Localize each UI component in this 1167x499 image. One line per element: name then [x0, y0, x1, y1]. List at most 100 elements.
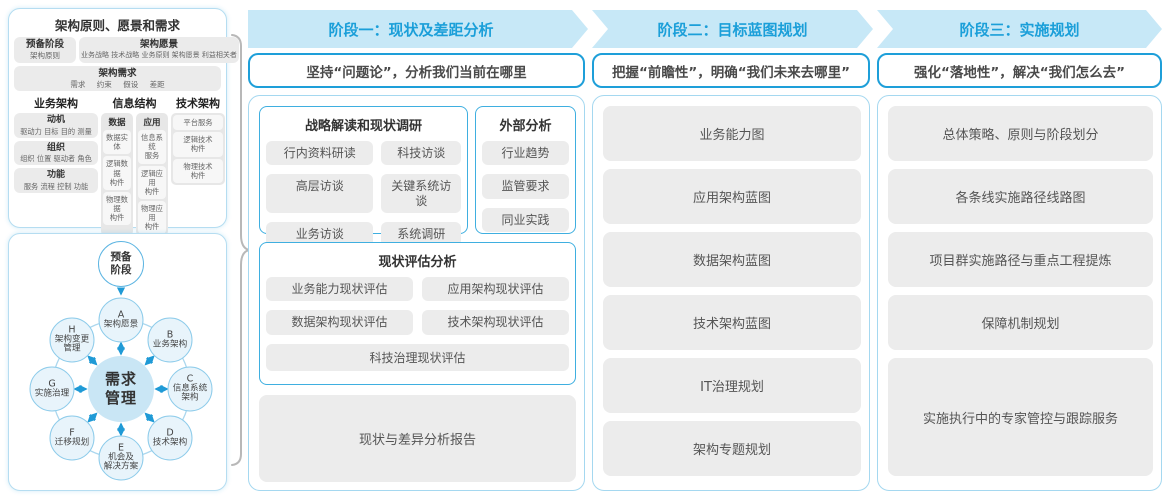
phase2-deliverable-box: 业务能力图: [603, 106, 861, 161]
preliminary-phase-title: 预备阶段: [25, 39, 64, 50]
arrow-h: [87, 355, 98, 366]
technology-item: 平台服务: [173, 115, 223, 131]
arrow-b: [144, 355, 155, 366]
strategy-research-title: 战略解读和现状调研: [304, 119, 422, 134]
external-chip: 行业趋势: [482, 141, 569, 166]
node-letter: D: [166, 427, 174, 439]
assessment-chip: 应用架构现状评估: [422, 277, 569, 302]
survey-chip: 行内资料研读: [266, 141, 374, 166]
assessment-wide-chip: 科技治理现状评估: [266, 343, 569, 371]
node-letter: G: [48, 378, 56, 390]
node-label: 技术架构: [152, 437, 188, 448]
organization-box: 组织 组织 位置 驱动者 角色: [14, 140, 98, 166]
phase3-deliverable-box: 总体策略、原则与阶段划分: [888, 106, 1153, 161]
phase1-subtitle-text: 坚持“问题论”，分析我们当前在哪里: [306, 64, 527, 81]
function-sub: 服务 流程 控制 功能: [23, 181, 89, 191]
external-analysis-title: 外部分析: [499, 119, 552, 134]
survey-chip: 关键系统访谈: [381, 174, 461, 214]
phase2-deliverable-box: 架构专题规划: [603, 421, 861, 476]
data-item: 数据实体: [103, 130, 131, 155]
information-structure-column: 信息结构 数据 数据实体 逻辑数据 构件 物理数据 构件 应用 信息系统 服务 …: [101, 95, 168, 237]
node-label: 信息系统 架构: [172, 383, 208, 403]
adm-node-b: B 业务架构: [147, 317, 193, 363]
phase3-subtitle-banner: 强化“落地性”，解决“我们怎么去”: [877, 53, 1162, 88]
adm-cycle-panel: 预备 阶段 需求 管理 A 架构愿景 B 业务架构 C 信息系统 架构 D 技术…: [8, 233, 227, 491]
gap-analysis-report-box: 现状与差异分析报告: [259, 395, 576, 482]
survey-chip: 科技访谈: [381, 141, 461, 166]
technology-item: 逻辑技术 构件: [173, 132, 223, 157]
adm-node-c: C 信息系统 架构: [167, 366, 213, 412]
external-chip: 同业实践: [482, 207, 569, 233]
strategy-research-box: 战略解读和现状调研 行内资料研读 科技访谈 高层访谈 关键系统访谈 业务访谈 系…: [259, 106, 468, 247]
assessment-chip: 技术架构现状评估: [422, 310, 569, 335]
adm-preliminary-node: 预备 阶段: [98, 241, 144, 287]
current-state-assessment-title: 现状评估分析: [378, 255, 457, 270]
node-letter: H: [68, 324, 76, 336]
node-letter: A: [117, 309, 125, 321]
phase1-subtitle-banner: 坚持“问题论”，分析我们当前在哪里: [248, 53, 585, 88]
arrow-f: [87, 412, 98, 423]
node-label: 架构愿景: [103, 319, 139, 330]
architecture-vision-title: 架构愿景: [139, 39, 178, 50]
business-architecture-header: 业务架构: [34, 97, 78, 111]
application-item: 信息系统 服务: [138, 130, 166, 164]
preliminary-phase-box: 预备阶段 架构原则: [14, 37, 76, 63]
adm-node-e: E 机会及 解决方案: [98, 435, 144, 481]
phase3-content-container: 总体策略、原则与阶段划分 各条线实施路径线路图 项目群实施路径与重点工程提炼 保…: [877, 95, 1162, 491]
function-title: 功能: [46, 170, 65, 181]
application-subcolumn: 应用 信息系统 服务 逻辑应用 构件 物理应用 构件: [136, 113, 168, 237]
phase2-subtitle-text: 把握“前瞻性”，明确“我们未来去哪里”: [612, 64, 850, 81]
external-chip: 监管要求: [482, 174, 569, 199]
data-item: 逻辑数据 构件: [103, 156, 131, 190]
technical-architecture-column: 技术架构 平台服务 逻辑技术 构件 物理技术 构件: [171, 95, 225, 185]
preliminary-phase-sub: 架构原则: [30, 50, 60, 60]
data-item: 物理数据 构件: [103, 191, 131, 226]
phase2-header-chevron: 阶段二：目标蓝图规划: [592, 10, 873, 48]
phase2-deliverable-box: IT治理规划: [603, 358, 861, 413]
application-item: 逻辑应用 构件: [138, 165, 166, 199]
node-label: 实施治理: [34, 388, 70, 399]
data-header: 数据: [108, 118, 126, 129]
architecture-requirements-sub: 需求 约束 假设 差距: [70, 79, 165, 89]
phase1-content-container: 战略解读和现状调研 行内资料研读 科技访谈 高层访谈 关键系统访谈 业务访谈 系…: [248, 95, 585, 491]
architecture-requirements-title: 架构需求: [98, 67, 137, 79]
phase3-deliverable-box: 保障机制规划: [888, 295, 1153, 350]
phase3-deliverable-box: 项目群实施路径与重点工程提炼: [888, 232, 1153, 287]
phase3-header-chevron: 阶段三：实施规划: [877, 10, 1162, 48]
phase2-header-label: 阶段二：目标蓝图规划: [657, 20, 808, 39]
phase2-deliverable-box: 技术架构蓝图: [603, 295, 861, 350]
architecture-vision-box: 架构愿景 业务战略 技术战略 业务原则 架构愿景 利益相关者: [79, 37, 239, 63]
phase1-header-chevron: 阶段一：现状及差距分析: [248, 10, 588, 48]
node-letter: B: [166, 329, 174, 341]
architecture-requirements-box: 架构需求 需求 约束 假设 差距: [14, 65, 221, 92]
technology-subcolumn: 平台服务 逻辑技术 构件 物理技术 构件: [171, 113, 225, 185]
phase3-header-label: 阶段三：实施规划: [959, 20, 1080, 39]
assessment-chip: 数据架构现状评估: [266, 310, 413, 335]
phase1-header-label: 阶段一：现状及差距分析: [328, 20, 494, 39]
phase3-deliverable-box: 各条线实施路径线路图: [888, 169, 1153, 224]
node-label: 迁移规划: [54, 437, 90, 448]
phase3-deliverable-box: 实施执行中的专家管控与跟踪服务: [888, 358, 1153, 476]
node-label: 架构变更 管理: [54, 334, 90, 354]
adm-node-h: H 架构变更 管理: [49, 317, 95, 363]
node-letter: E: [117, 442, 124, 454]
application-header: 应用: [143, 118, 161, 129]
architecture-vision-sub: 业务战略 技术战略 业务原则 架构愿景 利益相关者: [81, 50, 237, 59]
node-letter: C: [186, 373, 194, 385]
phase3-subtitle-text: 强化“落地性”，解决“我们怎么去”: [914, 64, 1125, 81]
assessment-chip: 业务能力现状评估: [266, 277, 413, 302]
organization-sub: 组织 位置 驱动者 角色: [20, 154, 92, 164]
technology-item: 物理技术 构件: [173, 158, 223, 183]
motivation-box: 动机 驱动力 目标 目的 测量: [14, 113, 98, 138]
survey-chip: 高层访谈: [266, 174, 374, 214]
adm-node-f: F 迁移规划: [49, 415, 95, 461]
phase2-content-container: 业务能力图 应用架构蓝图 数据架构蓝图 技术架构蓝图 IT治理规划 架构专题规划: [592, 95, 870, 491]
information-structure-header: 信息结构: [112, 97, 157, 111]
motivation-title: 动机: [46, 115, 65, 126]
organization-title: 组织: [46, 142, 65, 153]
external-analysis-box: 外部分析 行业趋势 监管要求 同业实践: [475, 106, 576, 234]
application-item: 物理应用 构件: [138, 200, 166, 235]
adm-node-d: D 技术架构: [147, 415, 193, 461]
phase2-deliverable-box: 数据架构蓝图: [603, 232, 861, 287]
